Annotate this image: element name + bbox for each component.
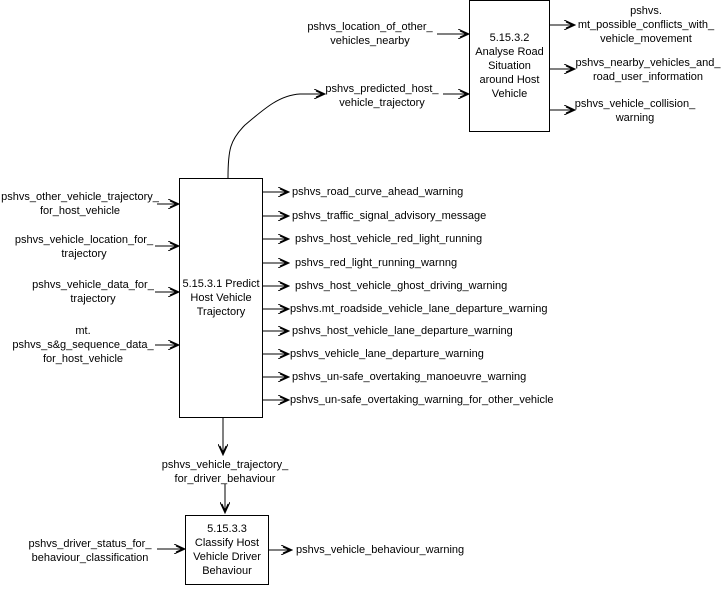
process-5-15-3-1-predict-host-vehicle-trajectory[interactable]: 5.15.3.1 Predict Host Vehicle Trajectory xyxy=(179,178,263,418)
label-line: pshvs_vehicle_data_for_ xyxy=(32,279,154,291)
flow-label-p1-out: pshvs_host_vehicle_ghost_driving_warning xyxy=(295,280,508,292)
flow-label-vehicle-data-for-trajectory: pshvs_vehicle_data_for_ trajectory xyxy=(28,278,158,306)
label-line: vehicles_nearby xyxy=(330,35,410,47)
label-line: pshvs_vehicle_trajectory_ xyxy=(161,459,289,471)
process-5-15-3-2-analyse-road-situation[interactable]: 5.15.3.2 Analyse Road Situation around H… xyxy=(469,0,550,132)
flow-label-p1-out: pshvs_road_curve_ahead_warning xyxy=(292,186,464,198)
flow-label-vehicle-location-for-trajectory: pshvs_vehicle_location_for_ trajectory xyxy=(10,233,158,261)
flow-label-sg-sequence-data: mt. pshvs_s&g_sequence_data_ for_host_ve… xyxy=(8,324,158,366)
flow-label-p1-out: pshvs_red_light_running_warnng xyxy=(295,257,458,269)
process-label-line: around Host xyxy=(479,74,540,86)
process-label-line: Classify Host xyxy=(194,537,260,549)
label-line: trajectory xyxy=(61,248,107,260)
flow-label-p1-out: pshvs_un-safe_overtaking_warning_for_oth… xyxy=(290,394,554,406)
label-line: for_driver_behaviour xyxy=(174,473,276,485)
label-line: vehicle_trajectory xyxy=(339,97,425,109)
flow-label-p1-out: pshvs_traffic_signal_advisory_message xyxy=(292,210,487,222)
label-line: pshvs_location_of_other_ xyxy=(307,21,433,33)
flow-label-predicted-host-vehicle-trajectory: pshvs_predicted_host_ vehicle_trajectory xyxy=(322,82,442,110)
flow-label-vehicle-behaviour-warning: pshvs_vehicle_behaviour_warning xyxy=(296,544,465,556)
flow-label-collision-warning: pshvs_vehicle_collision_ warning xyxy=(570,97,700,125)
label-line: behaviour_classification xyxy=(31,552,149,564)
flow-label-other-vehicle-trajectory: pshvs_other_vehicle_trajectory_ for_host… xyxy=(0,190,160,218)
flow-label-driver-status: pshvs_driver_status_for_ behaviour_class… xyxy=(20,537,160,565)
process-label: 5.15.3.1 Predict Host Vehicle Trajectory xyxy=(182,277,259,319)
process-label-line: Vehicle Driver xyxy=(193,551,261,563)
label-line: pshvs_nearby_vehicles_and_ xyxy=(575,57,721,69)
flow-label-p1-out: pshvs.mt_roadside_vehicle_lane_departure… xyxy=(290,303,548,315)
label-line: road_user_information xyxy=(592,71,704,83)
flow-label-p1-out: pshvs_host_vehicle_lane_departure_warnin… xyxy=(292,325,513,337)
process-label-line: Analyse Road xyxy=(475,46,544,58)
label-line: trajectory xyxy=(70,293,116,305)
process-label: 5.15.3.2 Analyse Road Situation around H… xyxy=(475,31,544,101)
flow-label-p1-out: pshvs_vehicle_lane_departure_warning xyxy=(290,348,484,360)
label-line: for_host_vehicle xyxy=(39,205,121,217)
label-line: pshvs_vehicle_collision_ xyxy=(574,98,696,110)
label-line: pshvs_predicted_host_ xyxy=(325,83,439,95)
flow-label-nearby-vehicles: pshvs_nearby_vehicles_and_ road_user_inf… xyxy=(572,56,724,84)
flow-label-p1-out: pshvs_host_vehicle_red_light_running xyxy=(295,233,483,245)
process-label: 5.15.3.3 Classify Host Vehicle Driver Be… xyxy=(193,522,261,578)
label-line: for_host_vehicle xyxy=(42,353,124,365)
flow-label-vehicle-trajectory-for-driver-behaviour: pshvs_vehicle_trajectory_ for_driver_beh… xyxy=(150,458,300,486)
label-line: warning xyxy=(615,112,655,124)
label-line: pshvs_other_vehicle_trajectory_ xyxy=(1,191,159,203)
label-line: mt. xyxy=(75,325,91,337)
process-label-line: 5.15.3.3 xyxy=(207,523,247,535)
flow-label-location-of-other-vehicles: pshvs_location_of_other_ vehicles_nearby xyxy=(300,20,440,48)
process-label-line: Vehicle xyxy=(491,88,528,100)
process-label-line: Trajectory xyxy=(196,306,246,318)
flow-label-p1-out: pshvs_un-safe_overtaking_manoeuvre_warni… xyxy=(292,371,527,383)
label-line: vehicle_movement xyxy=(600,33,692,45)
process-label-line: Behaviour xyxy=(202,565,252,577)
process-label-line: 5.15.3.1 Predict xyxy=(182,278,260,290)
flow-label-possible-conflicts: pshvs. mt_possible_conflicts_with_ vehic… xyxy=(568,4,724,46)
label-line: pshvs. xyxy=(630,5,662,17)
label-line: pshvs_vehicle_location_for_ xyxy=(14,234,154,246)
process-5-15-3-3-classify-driver-behaviour[interactable]: 5.15.3.3 Classify Host Vehicle Driver Be… xyxy=(185,515,269,585)
process-label-line: Host Vehicle xyxy=(190,292,252,304)
flow-predicted-host-traj-curve xyxy=(227,94,325,179)
label-line: pshvs_s&g_sequence_data_ xyxy=(12,339,154,351)
label-line: pshvs_driver_status_for_ xyxy=(28,538,152,550)
label-line: mt_possible_conflicts_with_ xyxy=(577,19,715,31)
process-label-line: 5.15.3.2 xyxy=(489,32,530,44)
process-label-line: Situation xyxy=(488,60,531,72)
